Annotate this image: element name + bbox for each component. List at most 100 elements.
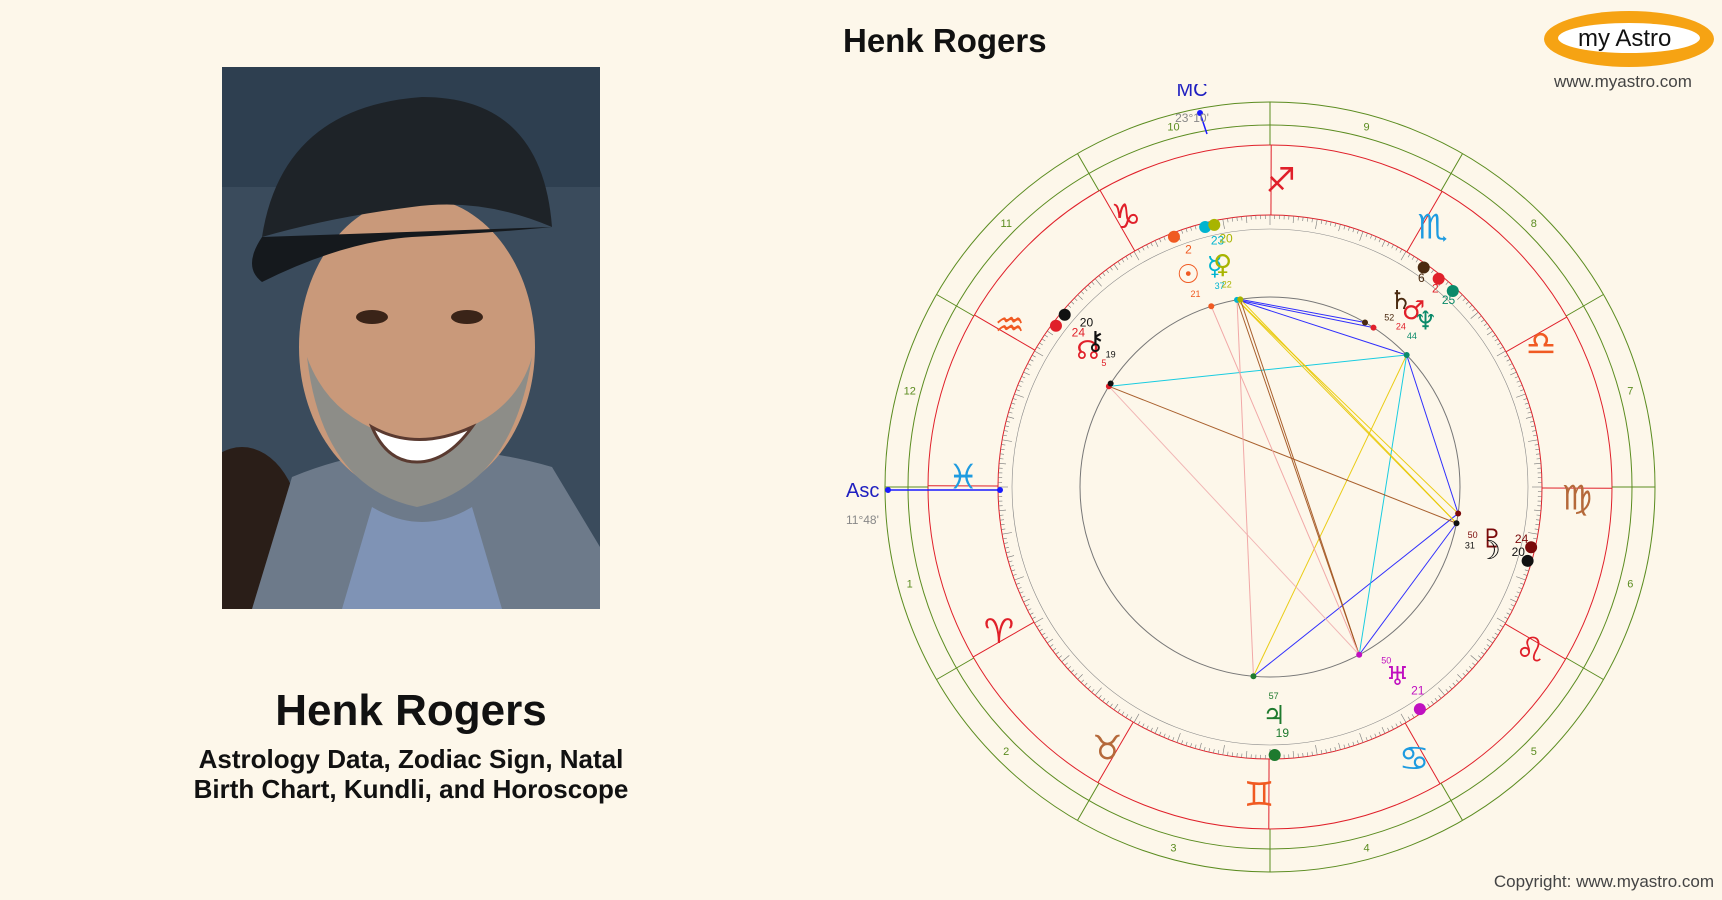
neptune-degree: 25 [1442,293,1456,307]
degree-tick [1329,221,1332,226]
brand-logo[interactable]: my Astro [1544,11,1714,67]
degree-tick [1378,238,1381,243]
degree-tick [1334,746,1337,751]
sign-libra-glyph: ♎ [1526,324,1556,364]
degree-tick [1510,598,1517,603]
chiron-aspect-point [1107,380,1114,387]
degree-tick [1311,751,1313,756]
degree-tick [1486,638,1493,644]
degree-tick [1427,703,1431,708]
degree-tick [1087,685,1091,690]
subtitle-line-2: Birth Chart, Kundli, and Horoscope [193,774,629,804]
degree-tick [1036,346,1041,350]
degree-tick [1004,546,1009,549]
aspect-mercury-neptune [1236,299,1407,356]
degree-tick [1146,725,1149,730]
degree-tick [1499,624,1504,628]
degree-tick [1325,220,1327,225]
degree-tick [1374,236,1377,241]
person-photo [222,67,600,609]
degree-tick [1129,716,1133,721]
degree-tick [1044,334,1048,338]
degree-tick [1518,384,1523,387]
degree-tick [1067,666,1072,670]
node-degree: 24 [1072,326,1086,340]
degree-tick [1470,655,1479,663]
degree-tick [1506,612,1511,615]
sign-pisces-glyph: ♓ [948,457,978,497]
degree-tick [1002,532,1013,535]
degree-tick [1121,711,1125,716]
degree-tick [1227,218,1229,223]
aspect-jupiter-pluto [1253,513,1459,677]
degree-tick [1292,216,1295,224]
sun-aspect-point [1208,303,1215,310]
degree-tick [1002,434,1007,437]
degree-ring [1011,228,1529,746]
degree-tick [1055,651,1059,655]
sign-virgo-glyph: ♍ [1562,479,1592,519]
degree-tick [1084,287,1088,292]
degree-tick [1407,253,1411,258]
degree-tick [1370,234,1373,239]
degree-tick [1006,551,1011,554]
degree-tick [1399,248,1403,253]
degree-tick [1533,537,1538,540]
degree-tick [1533,509,1541,512]
degree-tick [1190,743,1192,748]
asc-axis: Asc 11°48' [846,480,1003,527]
degree-tick [1391,244,1394,249]
degree-tick [1370,735,1373,740]
brand-url[interactable]: www.myastro.com [1554,72,1692,91]
degree-tick [1074,297,1078,302]
degree-tick [1494,632,1499,636]
degree-tick [1307,217,1309,222]
degree-tick [1365,232,1368,237]
degree-tick [1227,751,1229,756]
pluto-ring-dot [1525,541,1538,554]
logo-inner-oval [1558,23,1700,53]
degree-tick [1002,537,1007,540]
degree-tick [1181,740,1184,745]
chiron-minute: 19 [1106,349,1116,359]
degree-tick [1510,367,1515,370]
saturn-degree: 6 [1418,271,1425,285]
degree-tick [1311,218,1313,223]
house-cusp [1565,294,1604,317]
house-number-10: 10 [1167,122,1179,134]
degree-tick [1352,228,1355,233]
degree-tick [1017,384,1022,387]
house-number-7: 7 [1627,385,1633,397]
mc-line [1199,112,1208,135]
degree-tick [1531,425,1536,428]
degree-tick [1031,616,1036,620]
pluto-degree: 24 [1515,532,1529,546]
aspect-circle [1079,296,1461,678]
degree-tick [1150,727,1153,732]
degree-tick [1334,223,1337,228]
house-cusp [936,294,975,317]
sun-ring-dot [1167,230,1180,243]
degree-tick [1492,636,1496,640]
degree-tick [1387,242,1390,247]
degree-tick [1106,700,1109,705]
degree-tick [1133,251,1140,261]
degree-tick [1000,524,1005,526]
saturn-minute: 52 [1384,313,1394,323]
degree-tick [1077,294,1083,300]
mars-minute: 24 [1396,321,1406,331]
degree-tick [1529,420,1534,423]
asc-inner-dot [997,487,1003,493]
degree-tick [1125,714,1129,718]
degree-tick [1064,662,1068,666]
house-number-12: 12 [904,385,916,397]
mc-dot [1197,110,1203,116]
degree-tick [1518,587,1523,590]
degree-tick [1400,251,1407,261]
degree-tick [1381,727,1386,734]
degree-tick [1150,242,1153,247]
degree-tick [1465,301,1470,305]
degree-tick [1231,217,1233,222]
degree-tick [1445,281,1449,285]
